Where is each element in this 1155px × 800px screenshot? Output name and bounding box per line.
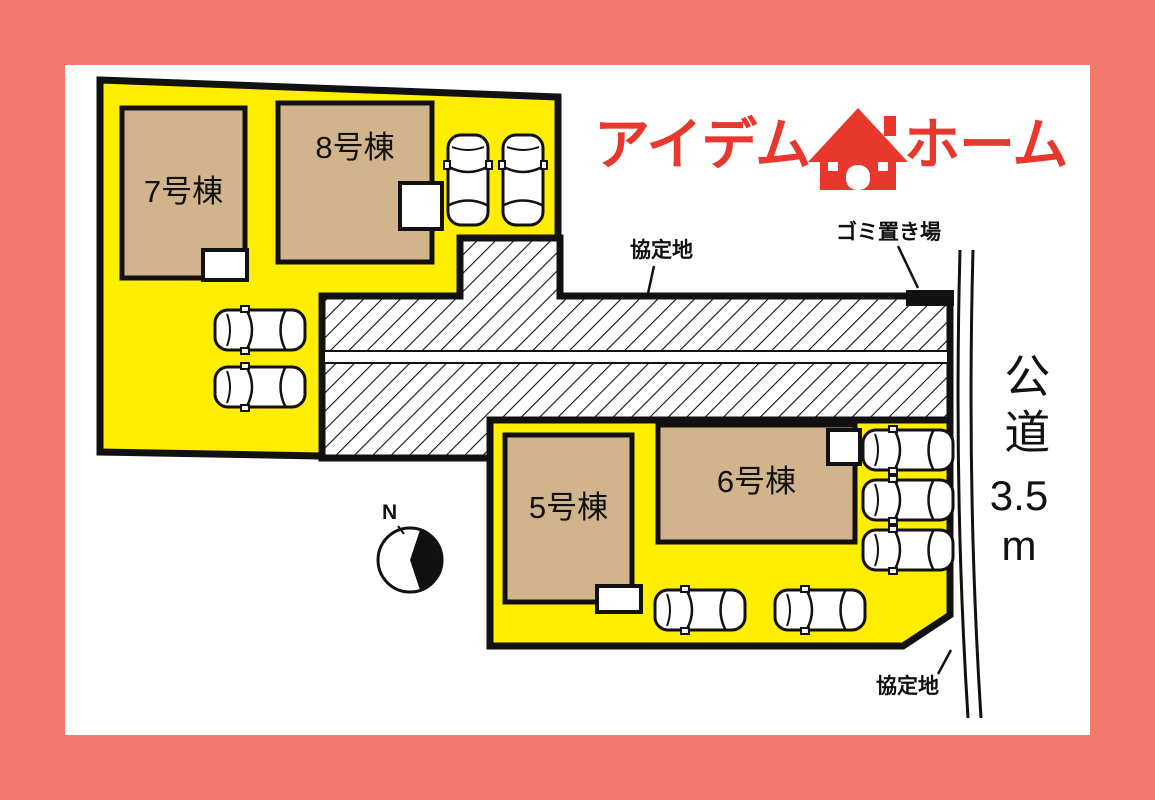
car-icon [861, 424, 955, 476]
building-6 [655, 422, 858, 545]
logo-house-icon [808, 108, 908, 190]
agreement-area-top-label: 協定地 [630, 239, 693, 262]
agreement-top-leader-line [645, 265, 656, 299]
building-7-label: 7号棟 [143, 174, 224, 209]
public-road-label: 公道 [998, 352, 1051, 464]
logo-text-right: ホーム [904, 113, 1068, 176]
road-width-value: 3.5 [989, 472, 1049, 519]
building-5 [502, 432, 635, 605]
building-7-entrance [201, 248, 249, 282]
car-icon [653, 584, 747, 636]
car-icon [861, 474, 955, 526]
car-icon [773, 584, 867, 636]
car-icon [497, 133, 549, 227]
building-8-label: 8号棟 [315, 130, 395, 165]
north-label: N [382, 501, 398, 524]
car-icon [861, 524, 955, 576]
agreement-area-bottom-label: 協定地 [876, 675, 939, 698]
building-5-label: 5号棟 [528, 490, 609, 525]
road-boundary-line-outer [969, 249, 983, 719]
garbage-leader-line [896, 245, 920, 289]
building-5-entrance [595, 584, 643, 614]
building-8-entrance [398, 181, 444, 231]
road-boundary-line-inner [956, 249, 970, 719]
building-6-entrance [826, 428, 862, 466]
garbage-station-label: ゴミ置き場 [836, 221, 941, 244]
road-width-unit: m [1001, 522, 1037, 569]
hatch-divider-strip [323, 350, 949, 364]
garbage-station-marker [906, 290, 954, 306]
building-6-label: 6号棟 [716, 464, 797, 499]
car-icon [213, 361, 307, 413]
car-icon [442, 133, 494, 227]
logo-text-left: アイデム [594, 113, 811, 176]
north-compass-icon [376, 525, 444, 594]
agreement-bottom-leader-line [936, 649, 953, 675]
car-icon [213, 304, 307, 356]
